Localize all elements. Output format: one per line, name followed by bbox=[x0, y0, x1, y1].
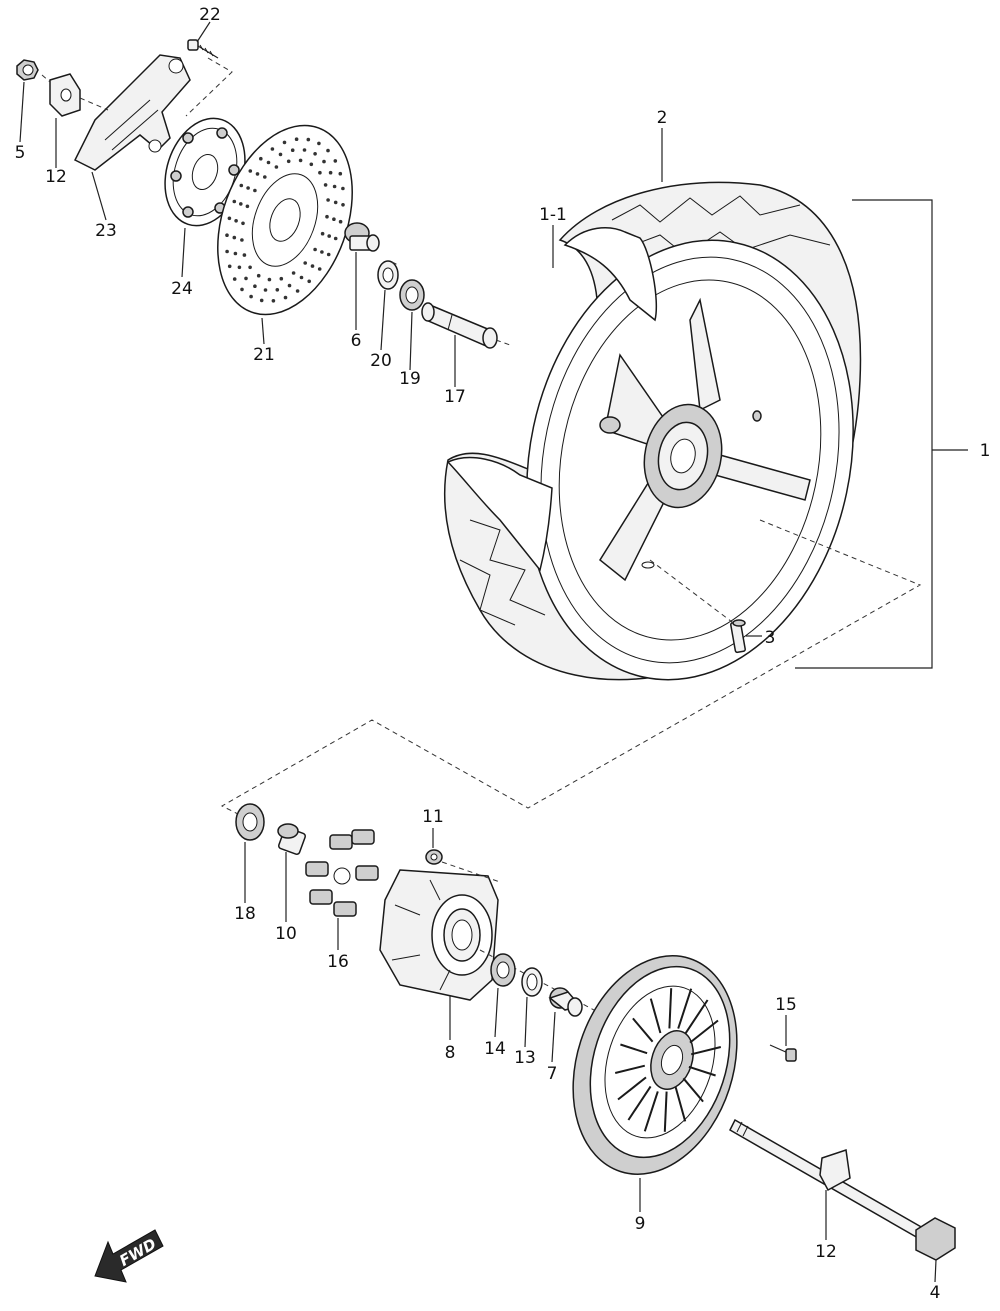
callout-21: 21 bbox=[253, 345, 275, 365]
callout-18: 18 bbox=[234, 904, 256, 924]
callout-1-1: 1-1 bbox=[539, 205, 567, 225]
callout-11: 11 bbox=[422, 807, 444, 827]
bearing-14 bbox=[490, 953, 516, 987]
caliper-bracket-23 bbox=[73, 54, 191, 171]
callout-8: 8 bbox=[445, 1043, 456, 1063]
collar-7 bbox=[548, 987, 583, 1017]
hub-plate-24 bbox=[164, 117, 246, 227]
bearing-19 bbox=[399, 279, 425, 311]
callout-1: 1 bbox=[980, 441, 991, 461]
callout-4: 4 bbox=[930, 1283, 941, 1303]
callout-19: 19 bbox=[399, 369, 421, 389]
nut-11 bbox=[425, 849, 443, 865]
collar-10 bbox=[277, 823, 307, 856]
callout-10: 10 bbox=[275, 924, 297, 944]
callout-6: 6 bbox=[351, 331, 362, 351]
callout-23: 23 bbox=[95, 221, 117, 241]
spacer-17 bbox=[421, 302, 498, 349]
valve-3 bbox=[730, 619, 746, 654]
callout-13: 13 bbox=[514, 1048, 536, 1068]
callout-2: 2 bbox=[657, 108, 668, 128]
washer-13 bbox=[521, 967, 543, 997]
driven-pulley-9 bbox=[572, 955, 738, 1175]
pad-12-lower bbox=[819, 1149, 851, 1192]
callout-12-upper: 12 bbox=[45, 167, 67, 187]
nut-5 bbox=[16, 59, 39, 81]
callout-22: 22 bbox=[199, 5, 221, 25]
callout-9: 9 bbox=[635, 1214, 646, 1234]
axle-4 bbox=[729, 1118, 956, 1261]
damper-rubbers-16 bbox=[305, 829, 379, 917]
callout-24: 24 bbox=[171, 279, 193, 299]
callout-5: 5 bbox=[15, 143, 26, 163]
washer-20 bbox=[377, 260, 399, 290]
callout-12-lower: 12 bbox=[815, 1242, 837, 1262]
bolt-15 bbox=[769, 1044, 797, 1062]
bolt-22 bbox=[187, 39, 219, 59]
collar-6 bbox=[344, 222, 380, 252]
callout-16: 16 bbox=[327, 952, 349, 972]
pad-12-upper bbox=[49, 73, 81, 117]
fwd-arrow: FWD bbox=[94, 1229, 164, 1283]
brake-disc-21 bbox=[217, 124, 353, 316]
callout-20: 20 bbox=[370, 351, 392, 371]
callout-17: 17 bbox=[444, 387, 466, 407]
callout-15: 15 bbox=[775, 995, 797, 1015]
rim-1-1 bbox=[526, 239, 854, 681]
callout-3: 3 bbox=[765, 628, 776, 648]
callout-14: 14 bbox=[484, 1039, 506, 1059]
callout-7: 7 bbox=[547, 1064, 558, 1084]
bearing-18 bbox=[235, 803, 265, 841]
hub-8 bbox=[379, 869, 499, 1001]
